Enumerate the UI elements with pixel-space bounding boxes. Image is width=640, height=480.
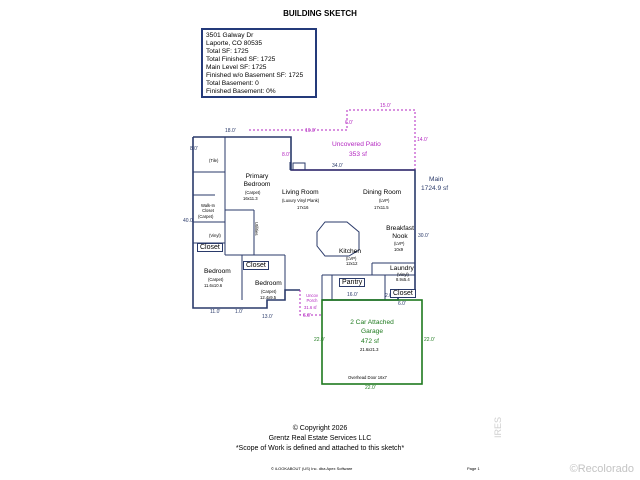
- porch-outline: [299, 290, 323, 316]
- dim-patio-15: 15.0': [380, 103, 391, 109]
- breakfast-nook-floor: (LVP): [394, 241, 405, 246]
- floor-plan-drawing: [192, 109, 423, 385]
- primary-bedroom-name: Primary Bedroom: [243, 173, 271, 188]
- info-address: 3501 Galway Dr: [206, 32, 254, 39]
- info-finished-basement: Finished Basement: 0%: [206, 88, 276, 95]
- garage-size: 21.6x21.3: [360, 347, 379, 352]
- garage-name: 2 Car Attached Garage: [350, 319, 394, 335]
- bedroom-2-name: Bedroom: [204, 268, 231, 275]
- footer-software: © iLOOKABOUT (US) Inc. dba Apex Software: [271, 466, 353, 471]
- dim-garage-bottom: 22.0': [365, 385, 376, 391]
- kitchen-size: 12x12: [346, 261, 358, 266]
- laundry-floor: (Vinyl): [397, 272, 409, 277]
- bedroom-3-size: 12.4x9.5: [260, 295, 277, 300]
- breakfast-nook-name: Breakfast Nook: [386, 225, 414, 240]
- closet-label-3: Closet: [390, 289, 416, 298]
- dining-room-name: Dining Room: [363, 189, 402, 196]
- living-room-floor: (Luxury Vinyl Plank): [282, 198, 320, 203]
- garage-outline: [321, 299, 423, 385]
- laundry-size: 8.9x5.4: [396, 277, 410, 282]
- kitchen-floor: (LVP): [346, 256, 357, 261]
- dim-bottom-left: 11.0': [210, 309, 221, 315]
- page-title: BUILDING SKETCH: [283, 9, 357, 18]
- dim-left-small: 8.0': [190, 146, 198, 152]
- bedroom-3-floor: (Carpet): [261, 289, 277, 294]
- footer-page: Page 1: [467, 466, 480, 471]
- dim-patio-bottom: 34.0': [332, 163, 343, 169]
- pantry-label: Pantry: [339, 278, 366, 287]
- main-level-name: Main: [429, 176, 444, 183]
- dim-left: 40.0': [183, 218, 194, 224]
- footer-company: Grentz Real Estate Services LLC: [268, 435, 372, 442]
- dim-top: 18.0': [225, 128, 236, 134]
- ires-watermark: IRES: [493, 416, 503, 438]
- patio-name: Uncovered Patio: [332, 141, 381, 148]
- info-finished-wo-basement: Finished w/o Basement SF: 1725: [206, 72, 304, 79]
- dim-garage-left: 22.0': [314, 337, 325, 343]
- info-total-sf: Total SF: 1725: [206, 48, 249, 55]
- patio-outline: [249, 109, 416, 170]
- tile-label: (Tile): [209, 158, 219, 163]
- patio-area: 353 sf: [349, 151, 367, 158]
- living-room-name: Living Room: [282, 189, 319, 196]
- walk-in-closet-name: Walk-In Closet: [200, 203, 216, 213]
- dining-room-floor: (LVP): [379, 198, 390, 203]
- living-room-size: 17x16: [297, 205, 309, 210]
- dim-closet: 6.0': [398, 301, 406, 307]
- dim-small-2: 2.0': [385, 293, 393, 299]
- property-info-box: 3501 Galway Dr Laporte, CO 80535 Total S…: [201, 28, 317, 98]
- dim-porch: 6.0': [303, 313, 311, 319]
- closet-label-2: Closet: [243, 261, 269, 270]
- primary-bedroom-floor: (Carpet): [245, 190, 261, 195]
- porch-area: 31.6 sf: [304, 305, 317, 310]
- closet-label-1: Closet: [197, 243, 223, 252]
- vinyl-label: (Vinyl): [209, 233, 221, 238]
- info-total-finished-sf: Total Finished SF: 1725: [206, 56, 276, 63]
- utilities-label: Utilities: [254, 222, 259, 236]
- footer-copyright: © Copyright 2026: [292, 425, 348, 432]
- recolorado-watermark: ©Recolorado: [569, 463, 634, 475]
- dim-patio-6: 6.0': [345, 120, 353, 126]
- breakfast-nook-size: 10x9: [394, 247, 404, 252]
- primary-bedroom-size: 16x11.3: [243, 196, 258, 201]
- dim-right-top: 30.0': [418, 233, 429, 239]
- bedroom-2-size: 11.6x10.6: [204, 283, 223, 288]
- dim-mid: 16.0': [347, 292, 358, 298]
- laundry-name: Laundry: [390, 265, 414, 272]
- dim-small-1: 1.0': [235, 309, 243, 315]
- interior-walls: [193, 137, 415, 300]
- info-total-basement: Total Basement: 0: [206, 80, 259, 87]
- dim-bottom-mid: 13.0': [262, 314, 273, 320]
- sketch-page: BUILDING SKETCH 3501 Galway Dr Laporte, …: [157, 0, 483, 480]
- footer-scope: *Scope of Work is defined and attached t…: [235, 445, 405, 452]
- garage-area: 472 sf: [361, 338, 379, 345]
- bedroom-2-floor: (Carpet): [208, 277, 224, 282]
- dim-patio-16: 16.0': [305, 128, 316, 134]
- dim-garage-right: 22.0': [424, 337, 435, 343]
- kitchen-name: Kitchen: [339, 248, 361, 255]
- info-main-level-sf: Main Level SF: 1725: [206, 64, 267, 71]
- main-level-area: 1724.9 sf: [421, 185, 449, 192]
- dim-patio-8: 8.0': [282, 152, 290, 158]
- bedroom-3-name: Bedroom: [255, 280, 282, 287]
- garage-door: Overhead Door 16x7: [348, 375, 387, 380]
- dim-patio-14: 14.0': [417, 137, 428, 143]
- porch-name: Uncov Porch: [306, 293, 318, 303]
- walk-in-closet-floor: (Carpet): [198, 214, 214, 219]
- info-city: Laporte, CO 80535: [206, 40, 263, 47]
- dining-room-size: 17x11.5: [374, 205, 389, 210]
